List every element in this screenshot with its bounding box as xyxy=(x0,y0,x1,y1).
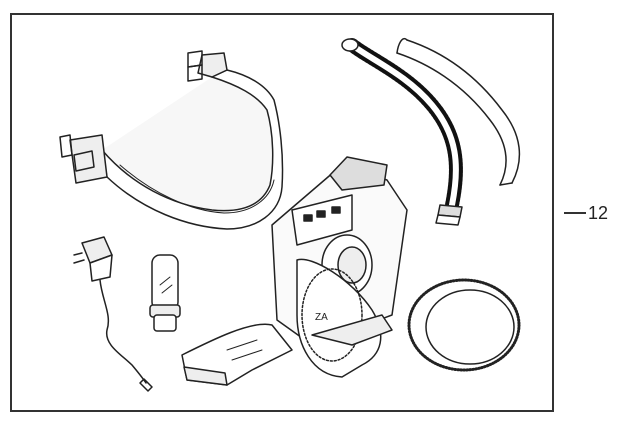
parts-illustration: ZA xyxy=(59,38,521,392)
airflow-indicator xyxy=(149,254,181,332)
corrugated-hose xyxy=(341,38,463,226)
callout-number: 12 xyxy=(588,203,609,223)
battery-holder xyxy=(181,323,293,386)
callout-label: 12 xyxy=(564,204,608,222)
filter-cartridge xyxy=(407,278,521,372)
figure-frame: ZA xyxy=(10,13,554,412)
svg-text:ZA: ZA xyxy=(315,312,328,323)
battery-charger xyxy=(73,236,153,392)
callout-leader-line xyxy=(564,212,586,214)
blower-unit: ZA xyxy=(271,156,408,378)
hose-cover xyxy=(396,38,521,186)
belt xyxy=(59,50,284,230)
